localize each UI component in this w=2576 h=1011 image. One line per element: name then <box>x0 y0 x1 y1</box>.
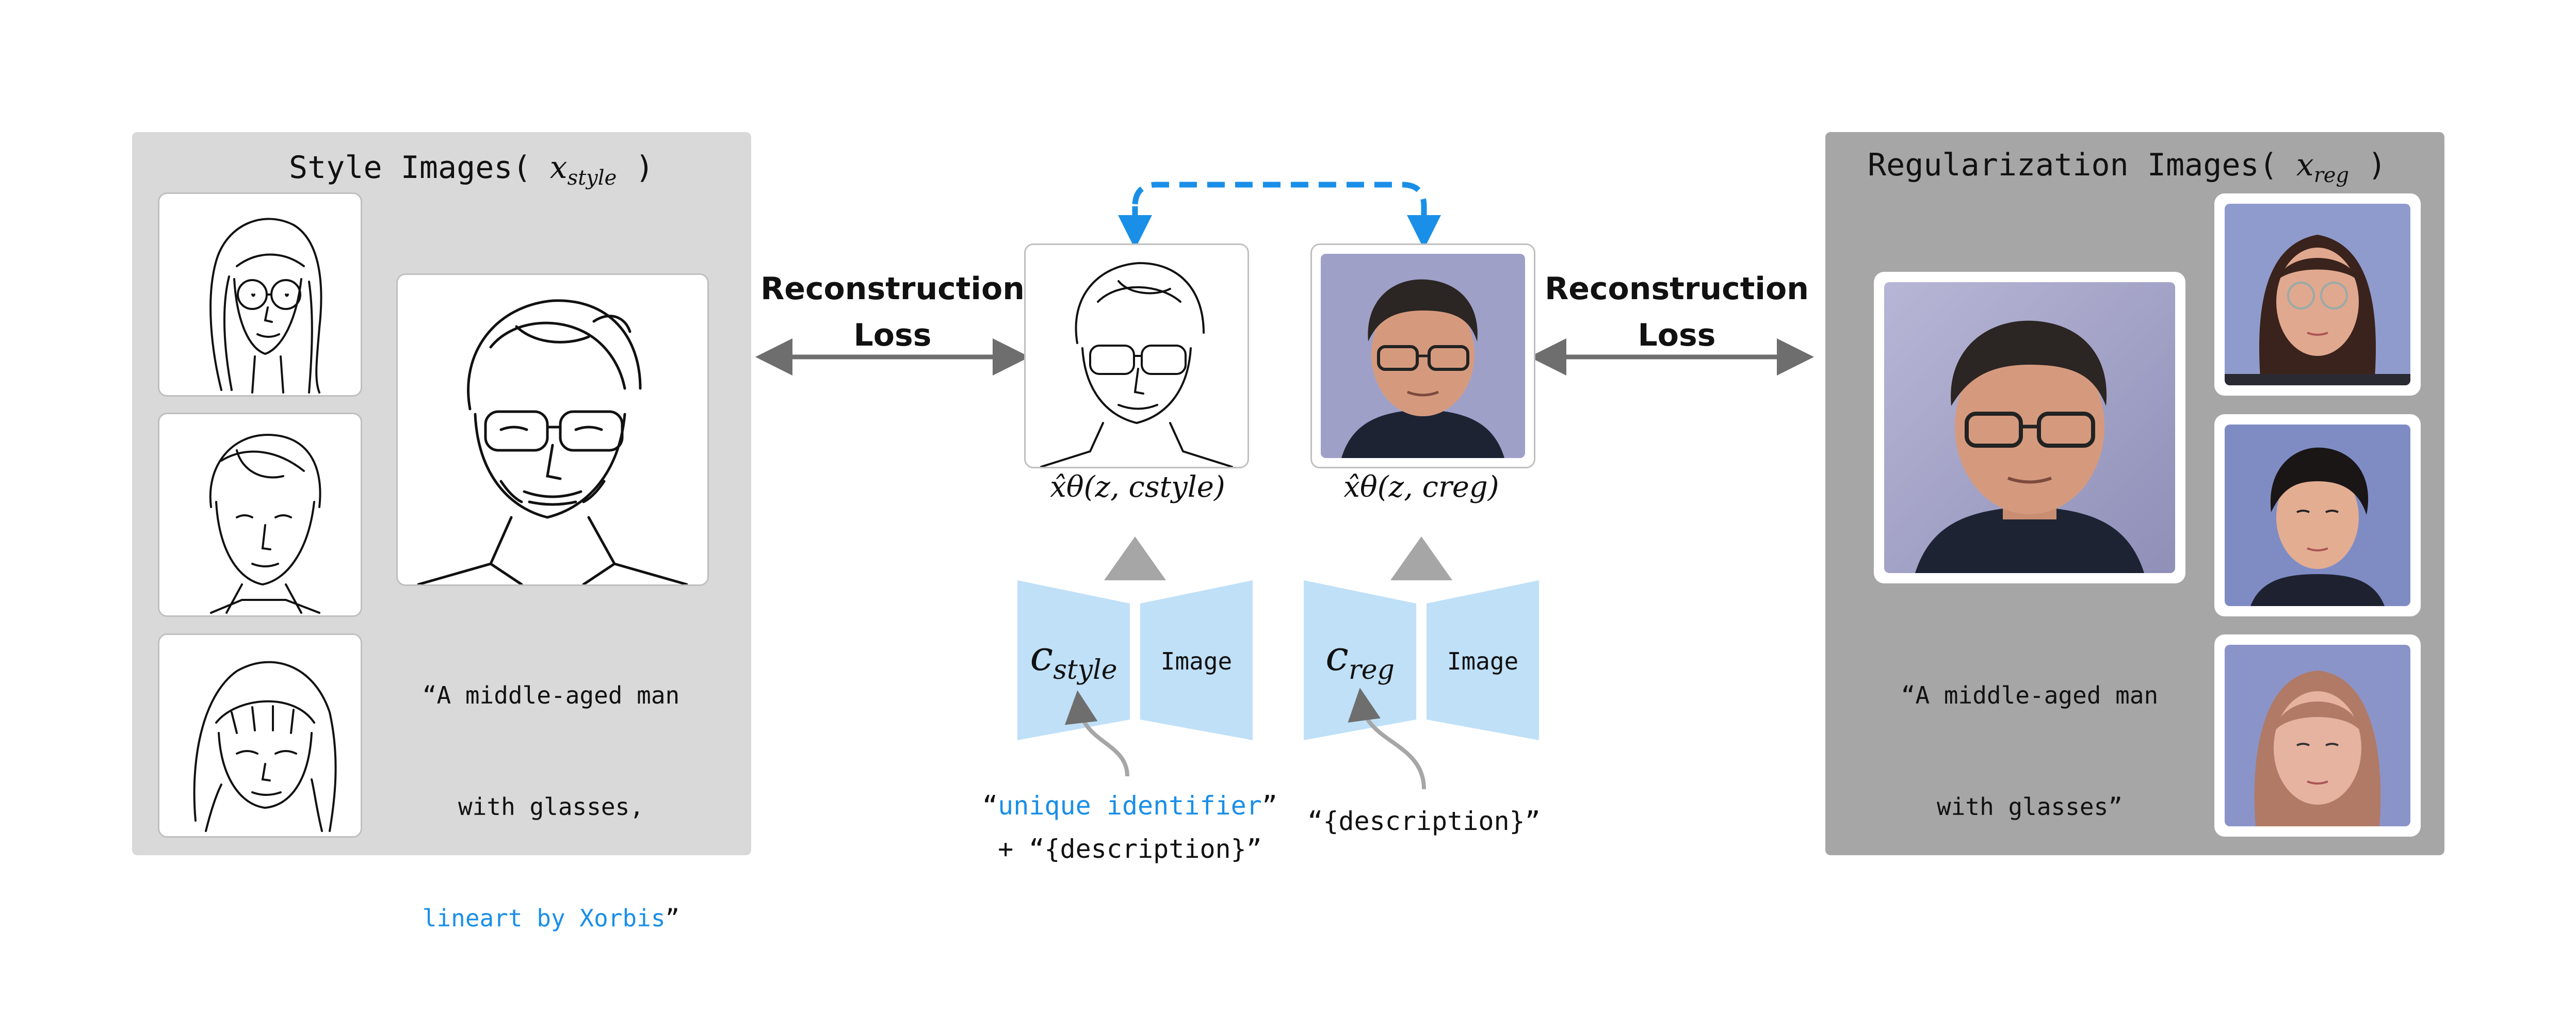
encoder-style-sub: style <box>1053 655 1117 686</box>
output-reg-card <box>1310 243 1535 468</box>
image-label-style: Image <box>1160 647 1233 675</box>
prompt-reg: “{description}” <box>1307 806 1541 836</box>
style-caption-line2: with glasses, <box>458 793 644 821</box>
reg-title-sub: reg <box>2313 164 2350 187</box>
loss-left-line2: Loss <box>853 317 932 353</box>
regularization-images-title: Regularization Images( xreg ) <box>1868 147 2386 187</box>
reg-caption-line1: “A middle-aged man <box>1901 681 2159 709</box>
lineart-middle-aged-man-image <box>417 299 688 584</box>
reg-photo-woman-bangs <box>2225 645 2410 826</box>
style-caption-end: ” <box>665 904 680 932</box>
reg-title-var: x <box>2296 147 2314 183</box>
prompt-style-close: ” <box>1261 791 1277 821</box>
image-label-reg: Image <box>1447 647 1519 675</box>
reg-title-suffix: ) <box>2368 147 2387 183</box>
style-sketch-2 <box>158 413 362 617</box>
photo-output-man-image <box>1321 254 1525 458</box>
prompt-style: “unique identifier” + “{description}” <box>918 784 1341 871</box>
prompt-arrow-reg <box>1348 688 1426 790</box>
style-caption-line1: “A middle-aged man <box>422 681 680 709</box>
style-title-var: x <box>549 150 568 186</box>
loss-left-line1: Reconstruction <box>760 271 1025 307</box>
dashed-shared-arrow <box>1132 182 1441 249</box>
style-caption-highlight: lineart by Xorbis <box>422 904 666 932</box>
style-caption: “A middle-aged man with glasses, lineart… <box>396 602 706 1011</box>
text-encoder-reg <box>1304 580 1416 740</box>
photo-young-person-image <box>2225 425 2410 606</box>
image-decoder-style <box>1140 580 1253 740</box>
style-title-sub: style <box>567 166 617 190</box>
style-title-prefix: Style Images( <box>289 150 531 186</box>
reg-photo-middle-aged-man <box>1884 282 2175 573</box>
prompt-style-highlight: unique identifier <box>998 791 1262 821</box>
loss-right-line1: Reconstruction <box>1545 271 1809 307</box>
lineart-woman-bangs-image <box>193 661 337 832</box>
encoder-reg-sub: reg <box>1348 655 1395 686</box>
reg-photo-young-person <box>2225 425 2410 606</box>
prompt-style-line2: + “{description}” <box>998 834 1262 864</box>
style-images-title: Style Images( xstyle ) <box>289 150 654 190</box>
photo-woman-glasses-image <box>2225 204 2410 385</box>
loss-right-line2: Loss <box>1638 317 1716 353</box>
reconstruction-loss-left: Reconstruction Loss <box>748 266 1037 358</box>
prompt-arrow-style <box>1064 690 1129 777</box>
photo-man-glasses-image <box>1884 282 2175 573</box>
reg-caption-line2: with glasses” <box>1936 793 2123 821</box>
lineart-young-man-image <box>209 433 321 614</box>
output-style-label: x̂θ(z, cstyle) <box>1050 470 1225 504</box>
reg-title-prefix: Regularization Images( <box>1868 147 2278 183</box>
prompt-style-open: “ <box>982 791 998 821</box>
style-title-suffix: ) <box>635 150 654 186</box>
style-sketch-1 <box>158 192 362 397</box>
photo-woman-bangs-image <box>2225 645 2410 826</box>
image-decoder-reg <box>1427 580 1539 740</box>
output-style-card <box>1024 243 1249 468</box>
text-encoder-style <box>1017 580 1130 740</box>
reg-photo-woman-glasses <box>2225 204 2410 385</box>
lineart-woman-glasses-image <box>209 218 322 394</box>
encoder-reg-var: c <box>1325 632 1349 680</box>
triangle-up-style <box>1104 536 1166 580</box>
reconstruction-loss-right: Reconstruction Loss <box>1532 266 1821 358</box>
output-reg-label: x̂θ(z, creg) <box>1343 470 1499 504</box>
encoder-style-var: c <box>1030 632 1054 680</box>
output-reg-photo <box>1321 254 1525 458</box>
lineart-output-man-image <box>1040 262 1233 467</box>
encoder-reg-label: creg <box>1304 632 1416 686</box>
encoder-style-label: cstyle <box>1017 632 1130 686</box>
reg-caption: “A middle-aged man with glasses” <box>1874 602 2185 900</box>
style-sketch-main <box>396 273 709 586</box>
triangle-up-reg <box>1390 536 1452 580</box>
style-sketch-3 <box>158 633 362 838</box>
